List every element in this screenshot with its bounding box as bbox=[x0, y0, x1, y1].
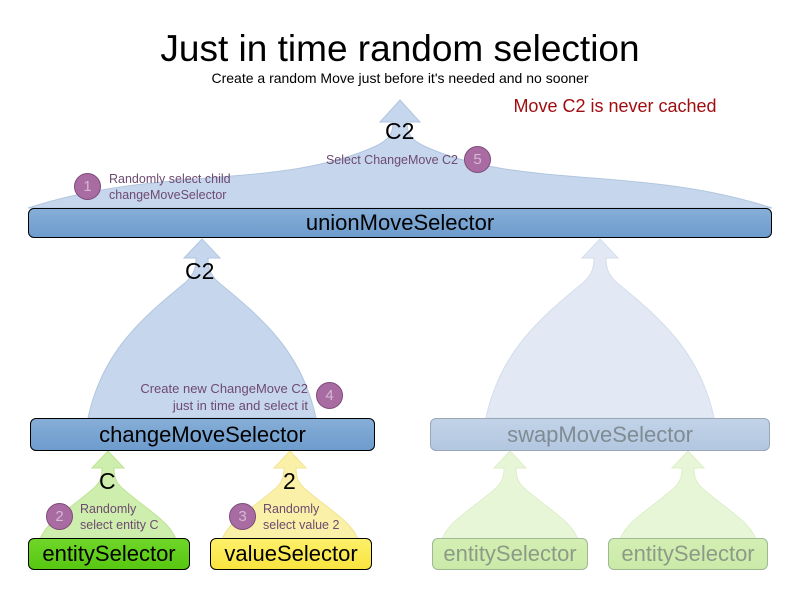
step-1-note: Randomly select child changeMoveSelector bbox=[109, 171, 231, 203]
step-5-note: Select ChangeMove C2 bbox=[310, 152, 458, 168]
node-swap-entity-selector-2[interactable]: entitySelector bbox=[608, 538, 768, 570]
step-3-note: Randomly select value 2 bbox=[263, 501, 339, 533]
union-hood-label: C2 bbox=[385, 118, 415, 144]
step-2-note-line-2: select entity C bbox=[80, 518, 159, 532]
node-swap-move-selector-label: swapMoveSelector bbox=[507, 421, 693, 447]
page-subtitle: Create a random Move just before it's ne… bbox=[211, 70, 589, 86]
node-swap-entity-selector-1-label: entitySelector bbox=[443, 541, 577, 566]
entity-hood-label: C bbox=[99, 468, 116, 494]
node-swap-entity-selector-2-label: entitySelector bbox=[621, 541, 755, 566]
node-entity-selector-label: entitySelector bbox=[42, 541, 176, 566]
step-3-badge: 3 bbox=[229, 503, 256, 530]
node-union-move-selector[interactable]: unionMoveSelector bbox=[28, 208, 772, 238]
step-2-badge: 2 bbox=[46, 503, 73, 530]
step-4-note-line-1: Create new ChangeMove C2 bbox=[140, 381, 308, 396]
warning-note-text: Move C2 is never cached bbox=[513, 96, 717, 116]
step-3-note-line-1: Randomly bbox=[263, 502, 320, 516]
value-hood-label: 2 bbox=[283, 468, 296, 494]
swap-hood-shape bbox=[485, 238, 715, 419]
step-4-badge: 4 bbox=[316, 382, 343, 409]
node-swap-entity-selector-1[interactable]: entitySelector bbox=[432, 538, 588, 570]
swap-entity-2-hood-shape bbox=[617, 450, 759, 546]
change-hood-label: C2 bbox=[185, 258, 215, 284]
node-entity-selector[interactable]: entitySelector bbox=[28, 538, 190, 570]
warning-note: Move C2 is never cached bbox=[0, 96, 800, 117]
step-2-note-line-1: Randomly bbox=[80, 502, 137, 516]
node-union-move-selector-label: unionMoveSelector bbox=[305, 210, 495, 235]
page-title: Just in time random selection bbox=[160, 28, 640, 69]
step-5-badge: 5 bbox=[464, 146, 491, 173]
step-5-note-line-1: Select ChangeMove C2 bbox=[325, 153, 458, 167]
step-1-note-line-1: Randomly select child bbox=[109, 172, 231, 186]
step-4-note: Create new ChangeMove C2 just in time an… bbox=[110, 381, 308, 414]
step-1-badge: 1 bbox=[74, 173, 101, 200]
step-4-note-line-2: just in time and select it bbox=[172, 397, 308, 413]
node-swap-move-selector[interactable]: swapMoveSelector bbox=[430, 418, 770, 451]
node-value-selector-label: valueSelector bbox=[224, 541, 358, 566]
step-2-note: Randomly select entity C bbox=[80, 501, 159, 533]
step-1-note-line-2: changeMoveSelector bbox=[109, 188, 227, 202]
node-change-move-selector-label: changeMoveSelector bbox=[99, 421, 306, 447]
node-value-selector[interactable]: valueSelector bbox=[210, 538, 372, 570]
node-change-move-selector[interactable]: changeMoveSelector bbox=[30, 418, 375, 451]
swap-entity-1-hood-shape bbox=[439, 450, 581, 546]
step-3-note-line-2: select value 2 bbox=[263, 518, 340, 532]
